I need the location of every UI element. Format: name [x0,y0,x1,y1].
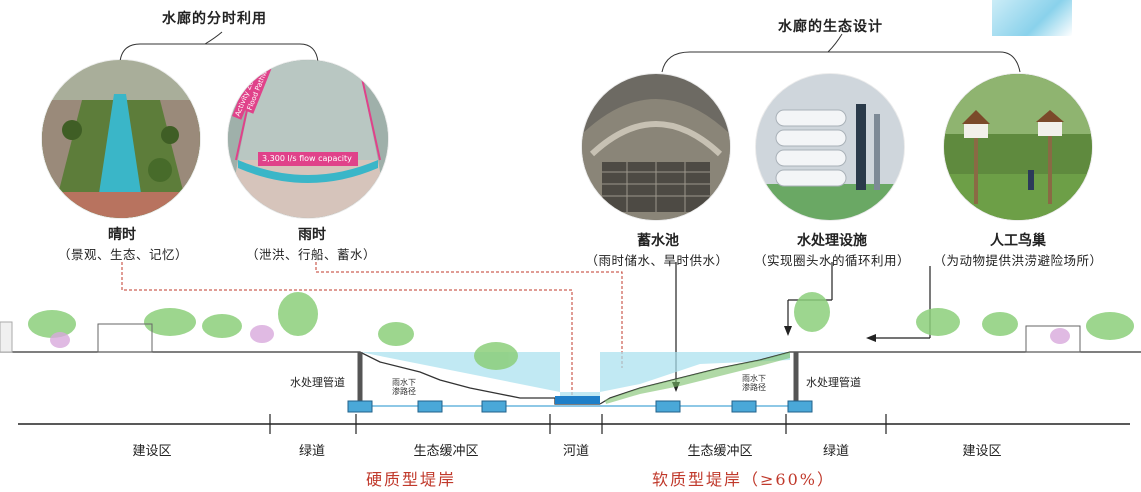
sunny-title: 晴时 [108,227,136,243]
bird-nest-subtitle: （为动物提供洪涝避险场所） [933,253,1103,268]
zone-greenway-left: 绿道 [298,444,325,459]
pipe-label-right: 水处理管道 [806,376,861,389]
rainy-subtitle: （泄洪、行船、蓄水） [245,247,376,262]
zone-greenway-right: 绿道 [822,444,849,459]
soft-bank-label: 软质型堤岸（≥60%） [652,470,835,489]
bird-nest-photo-drawing [944,74,1092,220]
pipe-label-left: 水处理管道 [290,376,345,389]
sunny-photo [42,60,200,218]
sunny-photo-drawing [42,60,200,218]
rain-path-label-left: 雨水下渗路径 [392,378,416,396]
reservoir-photo [582,74,730,220]
water-treatment-subtitle: （实现圈头水的循环利用） [753,253,910,268]
rainy-title: 雨时 [298,227,326,243]
hard-bank-label: 硬质型堤岸 [366,470,457,489]
water-treatment-photo-drawing [756,74,904,220]
water-treatment-photo [756,74,904,220]
reservoir-photo-drawing [582,99,730,220]
zone-eco-buffer-right: 生态缓冲区 [687,444,753,459]
bird-nest-photo [944,74,1092,220]
rain-path-label-right: 雨水下渗路径 [742,374,766,392]
zone-river: 河道 [562,444,589,459]
zone-construction-right: 建设区 [962,444,1002,459]
left-group-title: 水廊的分时利用 [162,11,267,27]
corner-decoration [992,0,1072,36]
zone-construction-left: 建设区 [132,444,172,459]
sunny-subtitle: （景观、生态、记忆） [57,247,188,262]
right-group-title: 水廊的生态设计 [778,19,883,35]
bird-nest-title: 人工鸟巢 [990,233,1046,249]
reservoir-title: 蓄水池 [637,233,679,249]
rainy-photo: 3,300 l/s flow capacity Flood Pathway Ac… [228,60,388,218]
rainy-photo-flow-text: 3,300 l/s flow capacity [262,154,352,163]
pipe-boxes [347,400,813,413]
water-treatment-title: 水处理设施 [797,233,867,249]
zone-eco-buffer-left: 生态缓冲区 [413,444,479,459]
reservoir-subtitle: （雨时储水、旱时供水） [585,253,729,268]
